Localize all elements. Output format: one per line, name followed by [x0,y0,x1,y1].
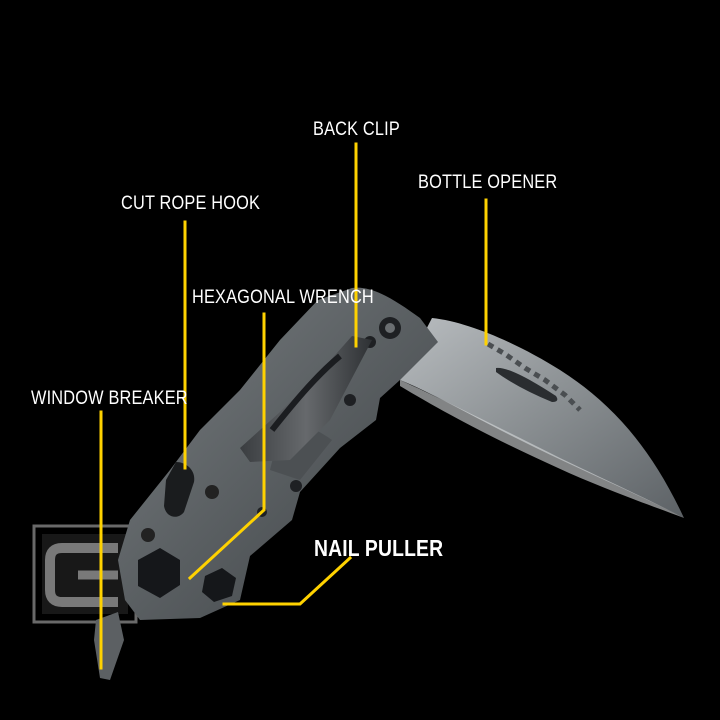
label-nail-puller: NAIL PULLER [314,535,444,561]
label-bottle-opener: BOTTLE OPENER [418,172,558,193]
label-window-breaker: WINDOW BREAKER [31,388,188,409]
leader-lines [99,142,488,670]
label-cut-rope-hook: CUT ROPE HOOK [121,193,261,214]
label-hexagonal-wrench: HEXAGONAL WRENCH [192,287,374,308]
window-breaker-tip [94,612,124,680]
leader-nail-puller [222,555,353,606]
blade [400,318,684,518]
leader-hexagonal-wrench [187,312,266,581]
watermark-logo [32,524,138,624]
back-clip [240,336,372,462]
label-back-clip: BACK CLIP [313,119,400,140]
